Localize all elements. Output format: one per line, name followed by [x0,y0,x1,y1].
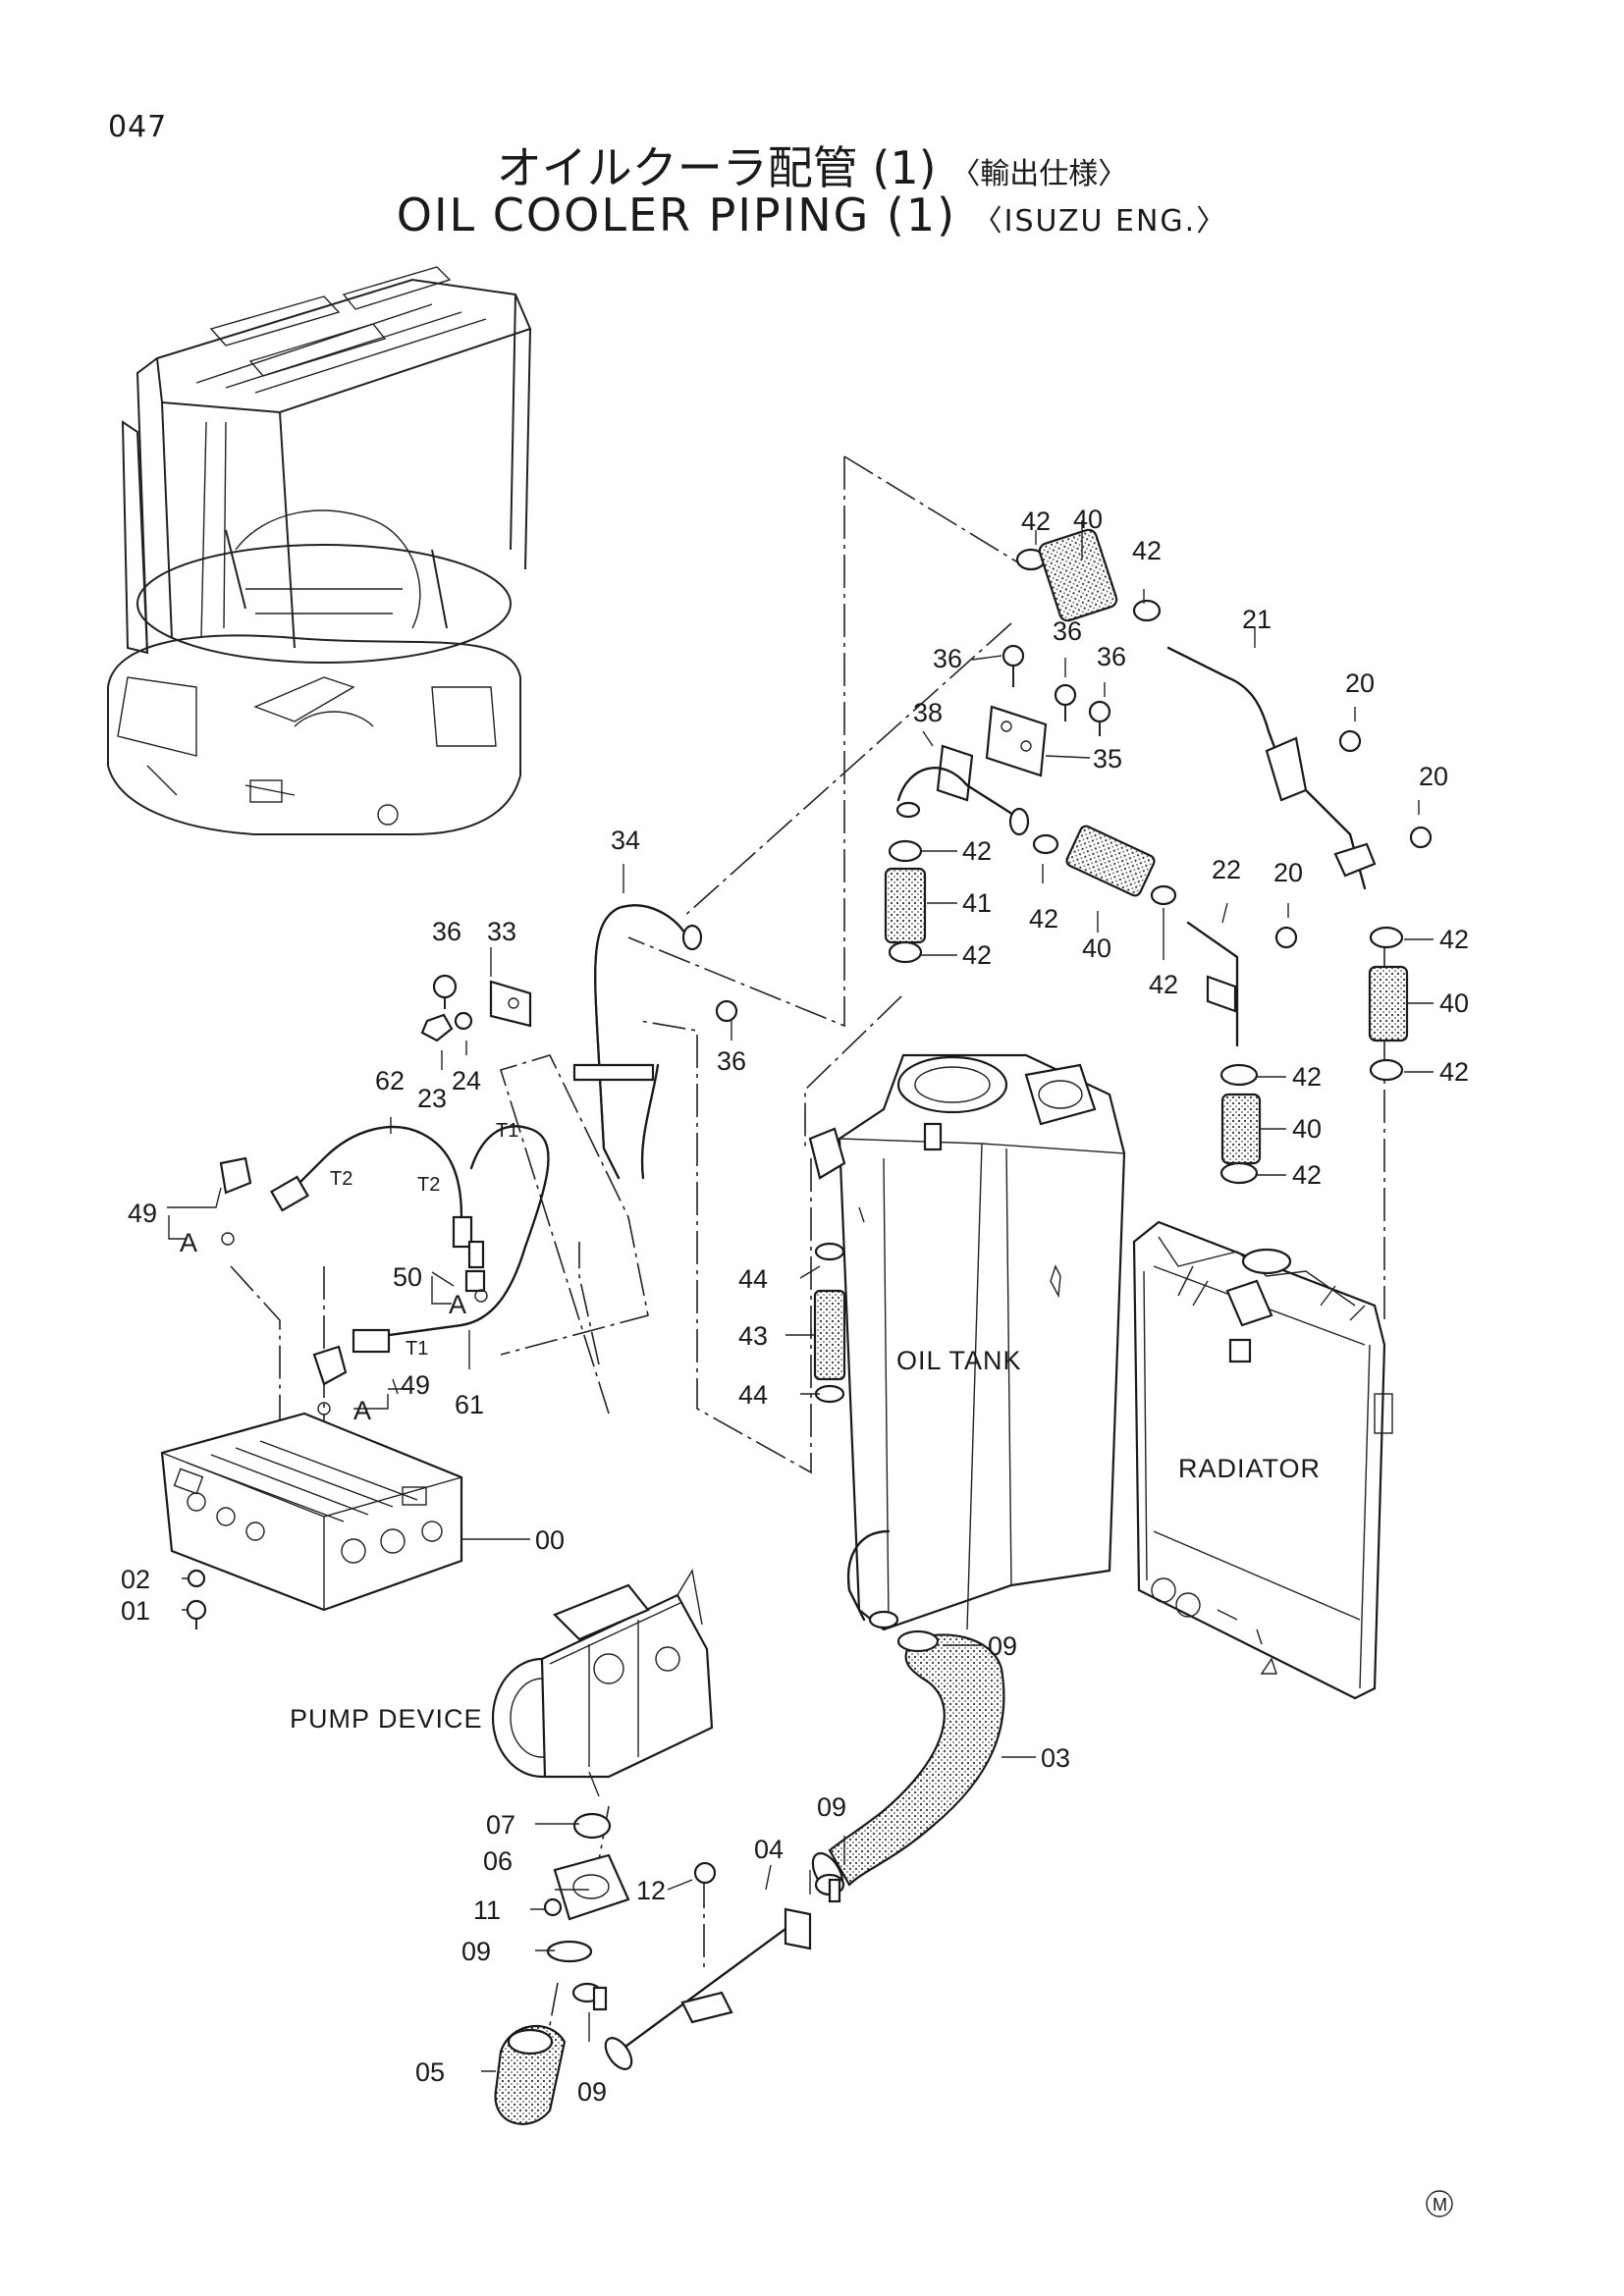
callout-42: 42 [1439,1057,1469,1087]
callout-09: 09 [577,2077,607,2107]
callout-40: 40 [1082,934,1111,963]
oil-tank-illustration [808,1053,1126,1631]
callout-09: 09 [817,1792,846,1822]
callout-62: 62 [375,1066,405,1095]
excavator-illustration [107,266,532,835]
oil-tank-label: OIL TANK [896,1346,1022,1375]
callout-42: 42 [1292,1160,1322,1190]
callout-40: 40 [1439,988,1469,1018]
port-mark-t1: T1 [406,1338,428,1360]
callout-42: 42 [1149,970,1178,999]
page-number: 047 [108,110,168,144]
callout-20: 20 [1345,668,1375,698]
callout-00: 00 [535,1525,565,1555]
callout-49: 49 [128,1199,157,1228]
pipe-34-bracket-33 [420,904,738,1180]
callout-24: 24 [452,1066,481,1095]
bracket-35-pipe-38 [895,705,1048,836]
callout-61: 61 [455,1390,484,1419]
m-mark: M [1426,2190,1453,2217]
callout-38: 38 [913,698,943,727]
callout-40: 40 [1073,505,1103,534]
assembly-labels: OIL TANK RADIATOR PUMP DEVICE [290,1346,1321,1734]
callout-50: 50 [393,1262,422,1292]
radiator-label: RADIATOR [1178,1454,1321,1483]
title-jp-main: オイルクーラ配管 (1) [496,141,937,194]
callout-12: 12 [636,1876,666,1905]
title-japanese: オイルクーラ配管 (1) 〈輸出仕様〉 [0,133,1624,197]
callout-34: 34 [611,826,640,855]
callout-42: 42 [1132,536,1162,565]
ref-mark-a: A [353,1396,371,1425]
callout-40: 40 [1292,1114,1322,1144]
callout-20: 20 [1419,762,1448,791]
callout-44: 44 [738,1264,768,1294]
callout-23: 23 [417,1084,447,1113]
callout-41: 41 [962,888,992,918]
callout-33: 33 [487,917,516,946]
callout-21: 21 [1242,605,1272,634]
callout-49: 49 [401,1370,430,1400]
callout-06: 06 [483,1846,513,1876]
m-mark-letter: M [1433,2195,1447,2215]
callout-36: 36 [432,917,461,946]
callout-42: 42 [1029,904,1058,934]
callout-42: 42 [1439,925,1469,954]
callout-01: 01 [121,1596,150,1626]
callout-11: 11 [473,1896,501,1925]
callout-42: 42 [962,836,992,866]
ref-mark-a: A [180,1228,197,1257]
callout-04: 04 [754,1835,784,1864]
callout-22: 22 [1212,855,1241,884]
port-mark-t2: T2 [417,1174,440,1196]
reference-marks: A A A T1 T1 T2 T2 [180,1120,518,1425]
upper-pipe-group [1001,528,1433,949]
port-mark-t1: T1 [496,1120,518,1142]
callout-20: 20 [1273,858,1303,887]
title-en-sub: 〈ISUZU ENG.〉 [972,204,1228,239]
callout-09: 09 [988,1631,1017,1661]
pump-device-illustration [491,1569,714,1840]
callout-36: 36 [717,1046,746,1076]
radiator-illustration [1132,1220,1393,1700]
callout-42: 42 [962,940,992,970]
callout-43: 43 [738,1321,768,1351]
callout-42: 42 [1021,507,1051,536]
callout-03: 03 [1041,1743,1070,1773]
callout-36: 36 [933,644,962,673]
control-valve-00 [160,1412,463,1629]
ref-mark-a: A [449,1290,466,1319]
title-jp-sub: 〈輸出仕様〉 [950,157,1128,191]
lower-piping [494,1629,1005,2125]
title-english: OIL COOLER PIPING (1) 〈ISUZU ENG.〉 [0,188,1624,241]
callout-44: 44 [738,1380,768,1410]
pump-device-label: PUMP DEVICE [290,1704,483,1734]
callout-42: 42 [1292,1062,1322,1092]
hoses-61-62 [219,1125,550,1415]
callout-36: 36 [1097,642,1126,671]
title-en-main: OIL COOLER PIPING (1) [396,188,957,241]
callout-07: 07 [486,1810,515,1840]
hose-group-mid [884,825,1409,1185]
callout-02: 02 [121,1565,150,1594]
port-mark-t2: T2 [330,1168,352,1190]
callout-05: 05 [415,2057,445,2087]
callout-numbers: 42 40 42 21 36 36 36 20 20 20 38 35 42 4… [121,505,1469,2107]
callout-leaders [167,520,1434,2072]
callout-09: 09 [461,1937,491,1966]
callout-35: 35 [1093,744,1122,774]
callout-36: 36 [1053,616,1082,646]
